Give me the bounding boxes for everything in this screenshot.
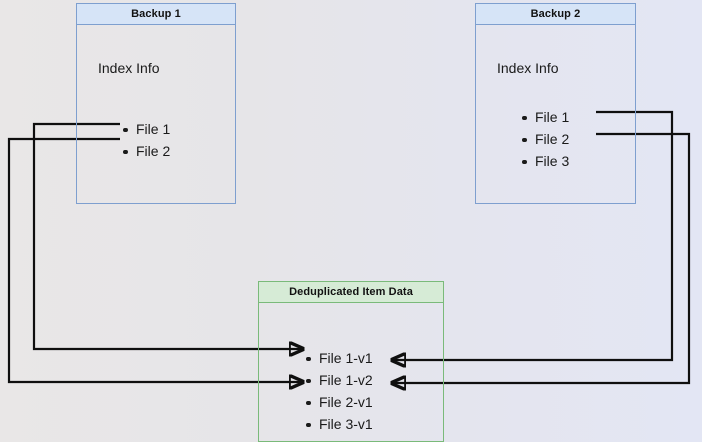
dedup-item-list: File 1-v1 File 1-v2 File 2-v1 File 3-v1 <box>304 347 373 435</box>
list-item[interactable]: File 2-v1 <box>304 391 373 413</box>
backup-1-index-label: Index Info <box>98 60 160 76</box>
backup-2-body: Index Info File 1 File 2 File 3 <box>476 25 635 203</box>
list-item[interactable]: File 3 <box>520 150 569 172</box>
list-item[interactable]: File 2 <box>520 128 569 150</box>
list-item[interactable]: File 1-v2 <box>304 369 373 391</box>
list-item[interactable]: File 1 <box>520 106 569 128</box>
list-item[interactable]: File 2 <box>121 140 170 162</box>
backup-2-index-label: Index Info <box>497 60 559 76</box>
dedup-title: Deduplicated Item Data <box>259 282 443 303</box>
backup-2-box[interactable]: Backup 2 Index Info File 1 File 2 File 3 <box>475 3 636 204</box>
backup-2-file-list: File 1 File 2 File 3 <box>520 106 569 172</box>
deduplicated-item-data-box[interactable]: Deduplicated Item Data File 1-v1 File 1-… <box>258 281 444 442</box>
backup-1-title: Backup 1 <box>77 4 235 25</box>
list-item[interactable]: File 1-v1 <box>304 347 373 369</box>
backup-1-body: Index Info File 1 File 2 <box>77 25 235 203</box>
list-item[interactable]: File 3-v1 <box>304 413 373 435</box>
list-item[interactable]: File 1 <box>121 118 170 140</box>
backup-2-title: Backup 2 <box>476 4 635 25</box>
backup-1-box[interactable]: Backup 1 Index Info File 1 File 2 <box>76 3 236 204</box>
dedup-body: File 1-v1 File 1-v2 File 2-v1 File 3-v1 <box>259 303 443 441</box>
backup-1-file-list: File 1 File 2 <box>121 118 170 162</box>
